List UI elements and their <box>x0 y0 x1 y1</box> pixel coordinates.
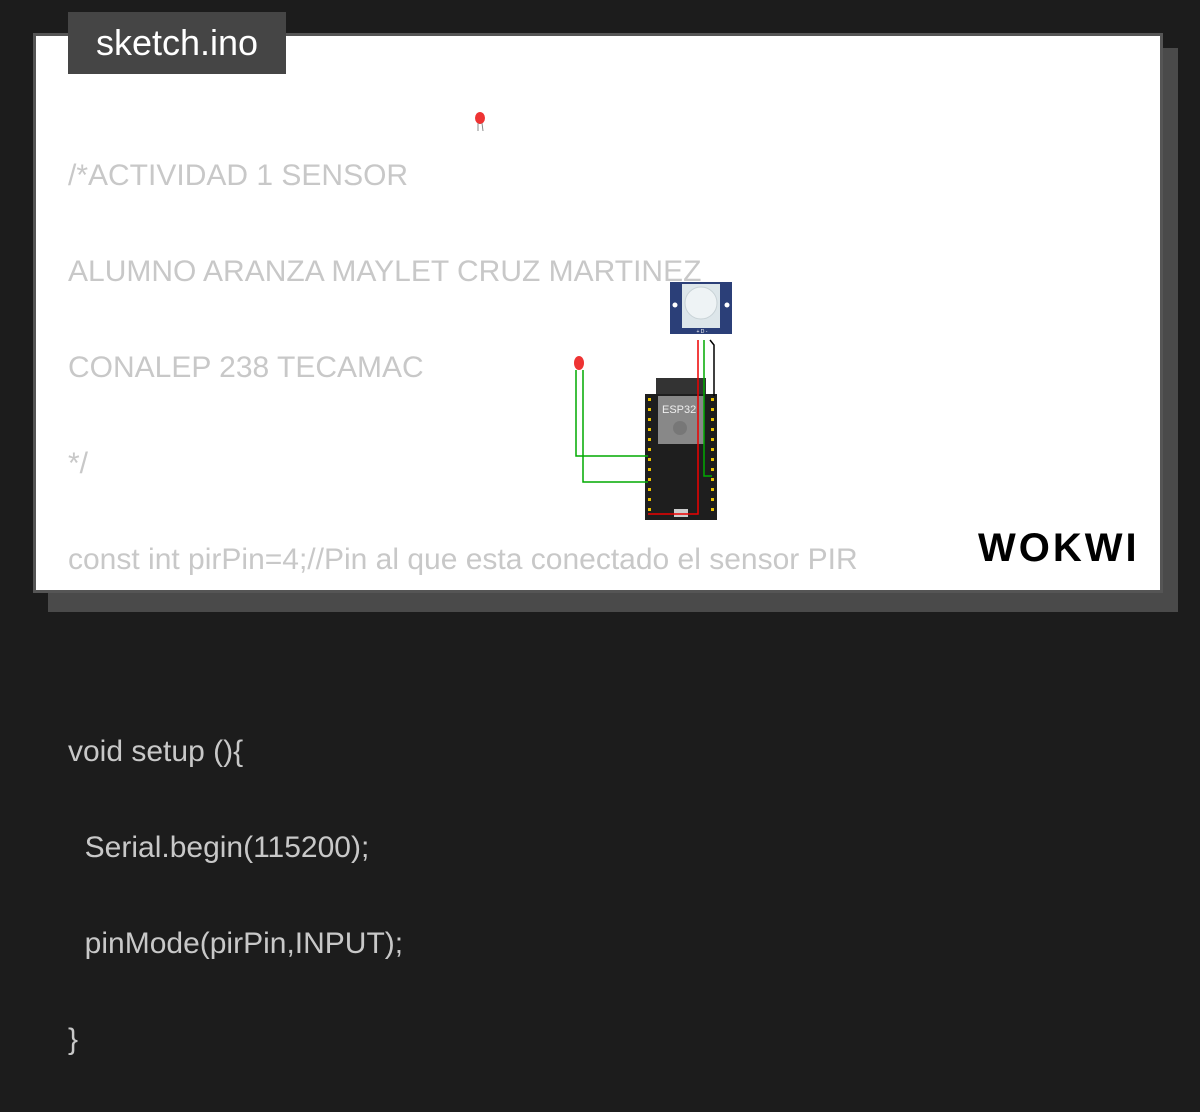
code-line: const int pirPin=4;//Pin al que esta con… <box>68 543 858 576</box>
led-icon <box>475 112 485 132</box>
file-tab[interactable]: sketch.ino <box>68 12 286 74</box>
wokwi-logo: WOKWI <box>978 526 1140 570</box>
preview-card <box>33 33 1163 593</box>
board-label: ESP32 <box>662 404 696 416</box>
code-line: pinMode(pirPin,INPUT); <box>68 927 404 960</box>
pir-sensor[interactable]: + D - <box>670 282 732 335</box>
code-line: CONALEP 238 TECAMAC <box>68 351 424 384</box>
code-line: */ <box>68 447 89 480</box>
wires <box>575 339 715 515</box>
code-line: void setup (){ <box>68 735 244 768</box>
code-line: /*ACTIVIDAD 1 SENSOR <box>68 159 409 192</box>
code-line: ALUMNO ARANZA MAYLET CRUZ MARTINEZ <box>68 255 702 288</box>
code-line: } <box>68 1023 79 1056</box>
code-line <box>68 632 858 680</box>
led[interactable] <box>574 356 584 370</box>
code-line: Serial.begin(115200); <box>68 831 370 864</box>
pir-pin-labels: + D - <box>697 329 708 335</box>
circuit-diagram: + D - ESP32 <box>574 282 732 520</box>
esp32-board[interactable]: ESP32 <box>645 378 717 520</box>
